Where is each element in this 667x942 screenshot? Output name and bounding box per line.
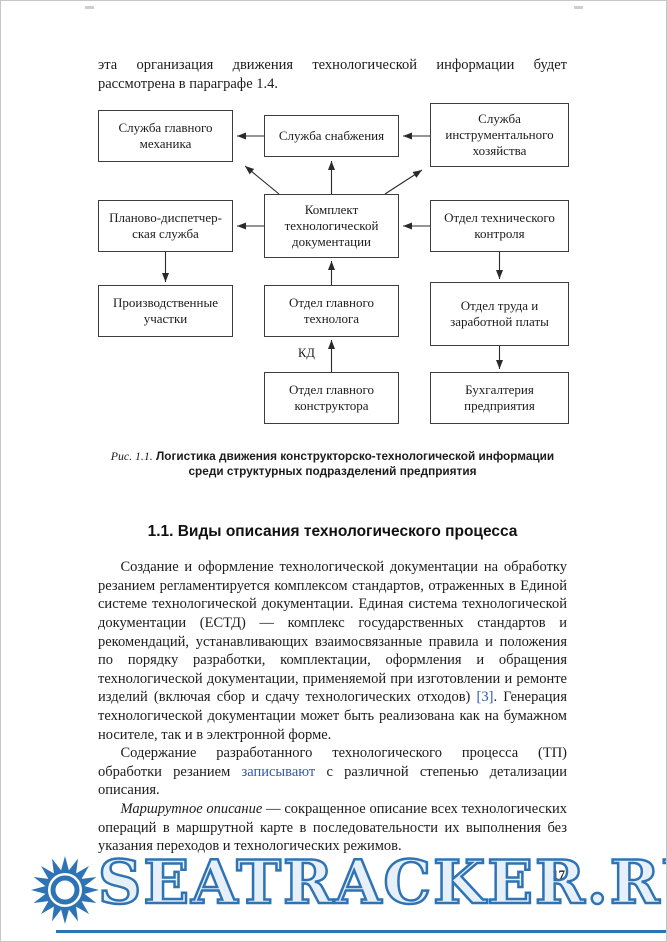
diagram-box-production-sites: Производственные участки: [98, 285, 233, 338]
diagram-box-planning-dispatch-service: Планово-диспетчер-ская служба: [98, 200, 233, 253]
crop-mark: [85, 6, 94, 9]
diagram-arrows: [162, 132, 503, 373]
diagram-box-accounting-dept: Бухгалтерия предприятия: [430, 372, 569, 425]
sun-logo-icon: [31, 856, 99, 924]
diagram-box-tech-control-dept: Отдел технического контроля: [430, 200, 569, 253]
diagram-figure: Служба главного механика Служба снабжени…: [98, 103, 569, 435]
crop-mark: [574, 6, 583, 9]
text-segment: Содержание разработанного технологическо…: [98, 745, 567, 780]
diagram-box-tech-doc-set: Комплект технологической документации: [264, 194, 399, 259]
text-segment: . Генерация технологической документации…: [98, 689, 567, 743]
text-segment: с различной степенью детализации описани…: [98, 763, 567, 799]
watermark-text: SEATRACKER.RU: [97, 847, 667, 920]
text-segment: — сокращенное описание всех технологичес…: [98, 800, 568, 855]
arrow-docset-to-mechanic: [244, 165, 280, 195]
text-segment: Создание и оформление технологической до…: [98, 559, 567, 706]
paragraph: Создание и оформление технологической до…: [98, 558, 567, 744]
diagram-box-labor-wages-dept: Отдел труда и заработной платы: [430, 282, 569, 347]
intro-paragraph: эта организация движения технологической…: [98, 57, 567, 92]
figure-caption-text: Логистика движения конструкторско-технол…: [156, 449, 555, 479]
kd-arrow-label: КД: [298, 346, 315, 361]
arrow-docset-to-tools: [384, 169, 423, 195]
section-heading: 1.1. Виды описания технологического проц…: [147, 523, 518, 541]
text-segment: Маршрутное описание: [120, 800, 263, 817]
diagram-box-tool-facilities-service: Служба инструментального хозяйства: [430, 103, 569, 168]
watermark-underline: [56, 930, 666, 933]
page-number: 17: [552, 867, 565, 882]
diagram-box-chief-mechanic-service: Служба главного механика: [98, 110, 233, 163]
diagram-box-chief-designer-dept: Отдел главного конструктора: [264, 372, 399, 425]
body-paragraphs: Создание и оформление технологической до…: [98, 558, 567, 856]
inline-link[interactable]: [3]: [476, 689, 494, 706]
paragraph: Содержание разработанного технологическо…: [98, 744, 567, 800]
diagram-box-supply-service: Служба снабжения: [264, 115, 399, 158]
paragraph: Маршрутное описание — сокращенное описан…: [98, 800, 567, 856]
diagram-box-chief-technologist-dept: Отдел главного технолога: [264, 285, 399, 338]
watermark: SEATRACKER.RU: [1, 846, 667, 941]
inline-link[interactable]: записывают: [241, 763, 316, 780]
figure-caption: Рис. 1.1. Логистика движения конструктор…: [98, 449, 567, 479]
figure-caption-number: Рис. 1.1.: [110, 449, 153, 464]
